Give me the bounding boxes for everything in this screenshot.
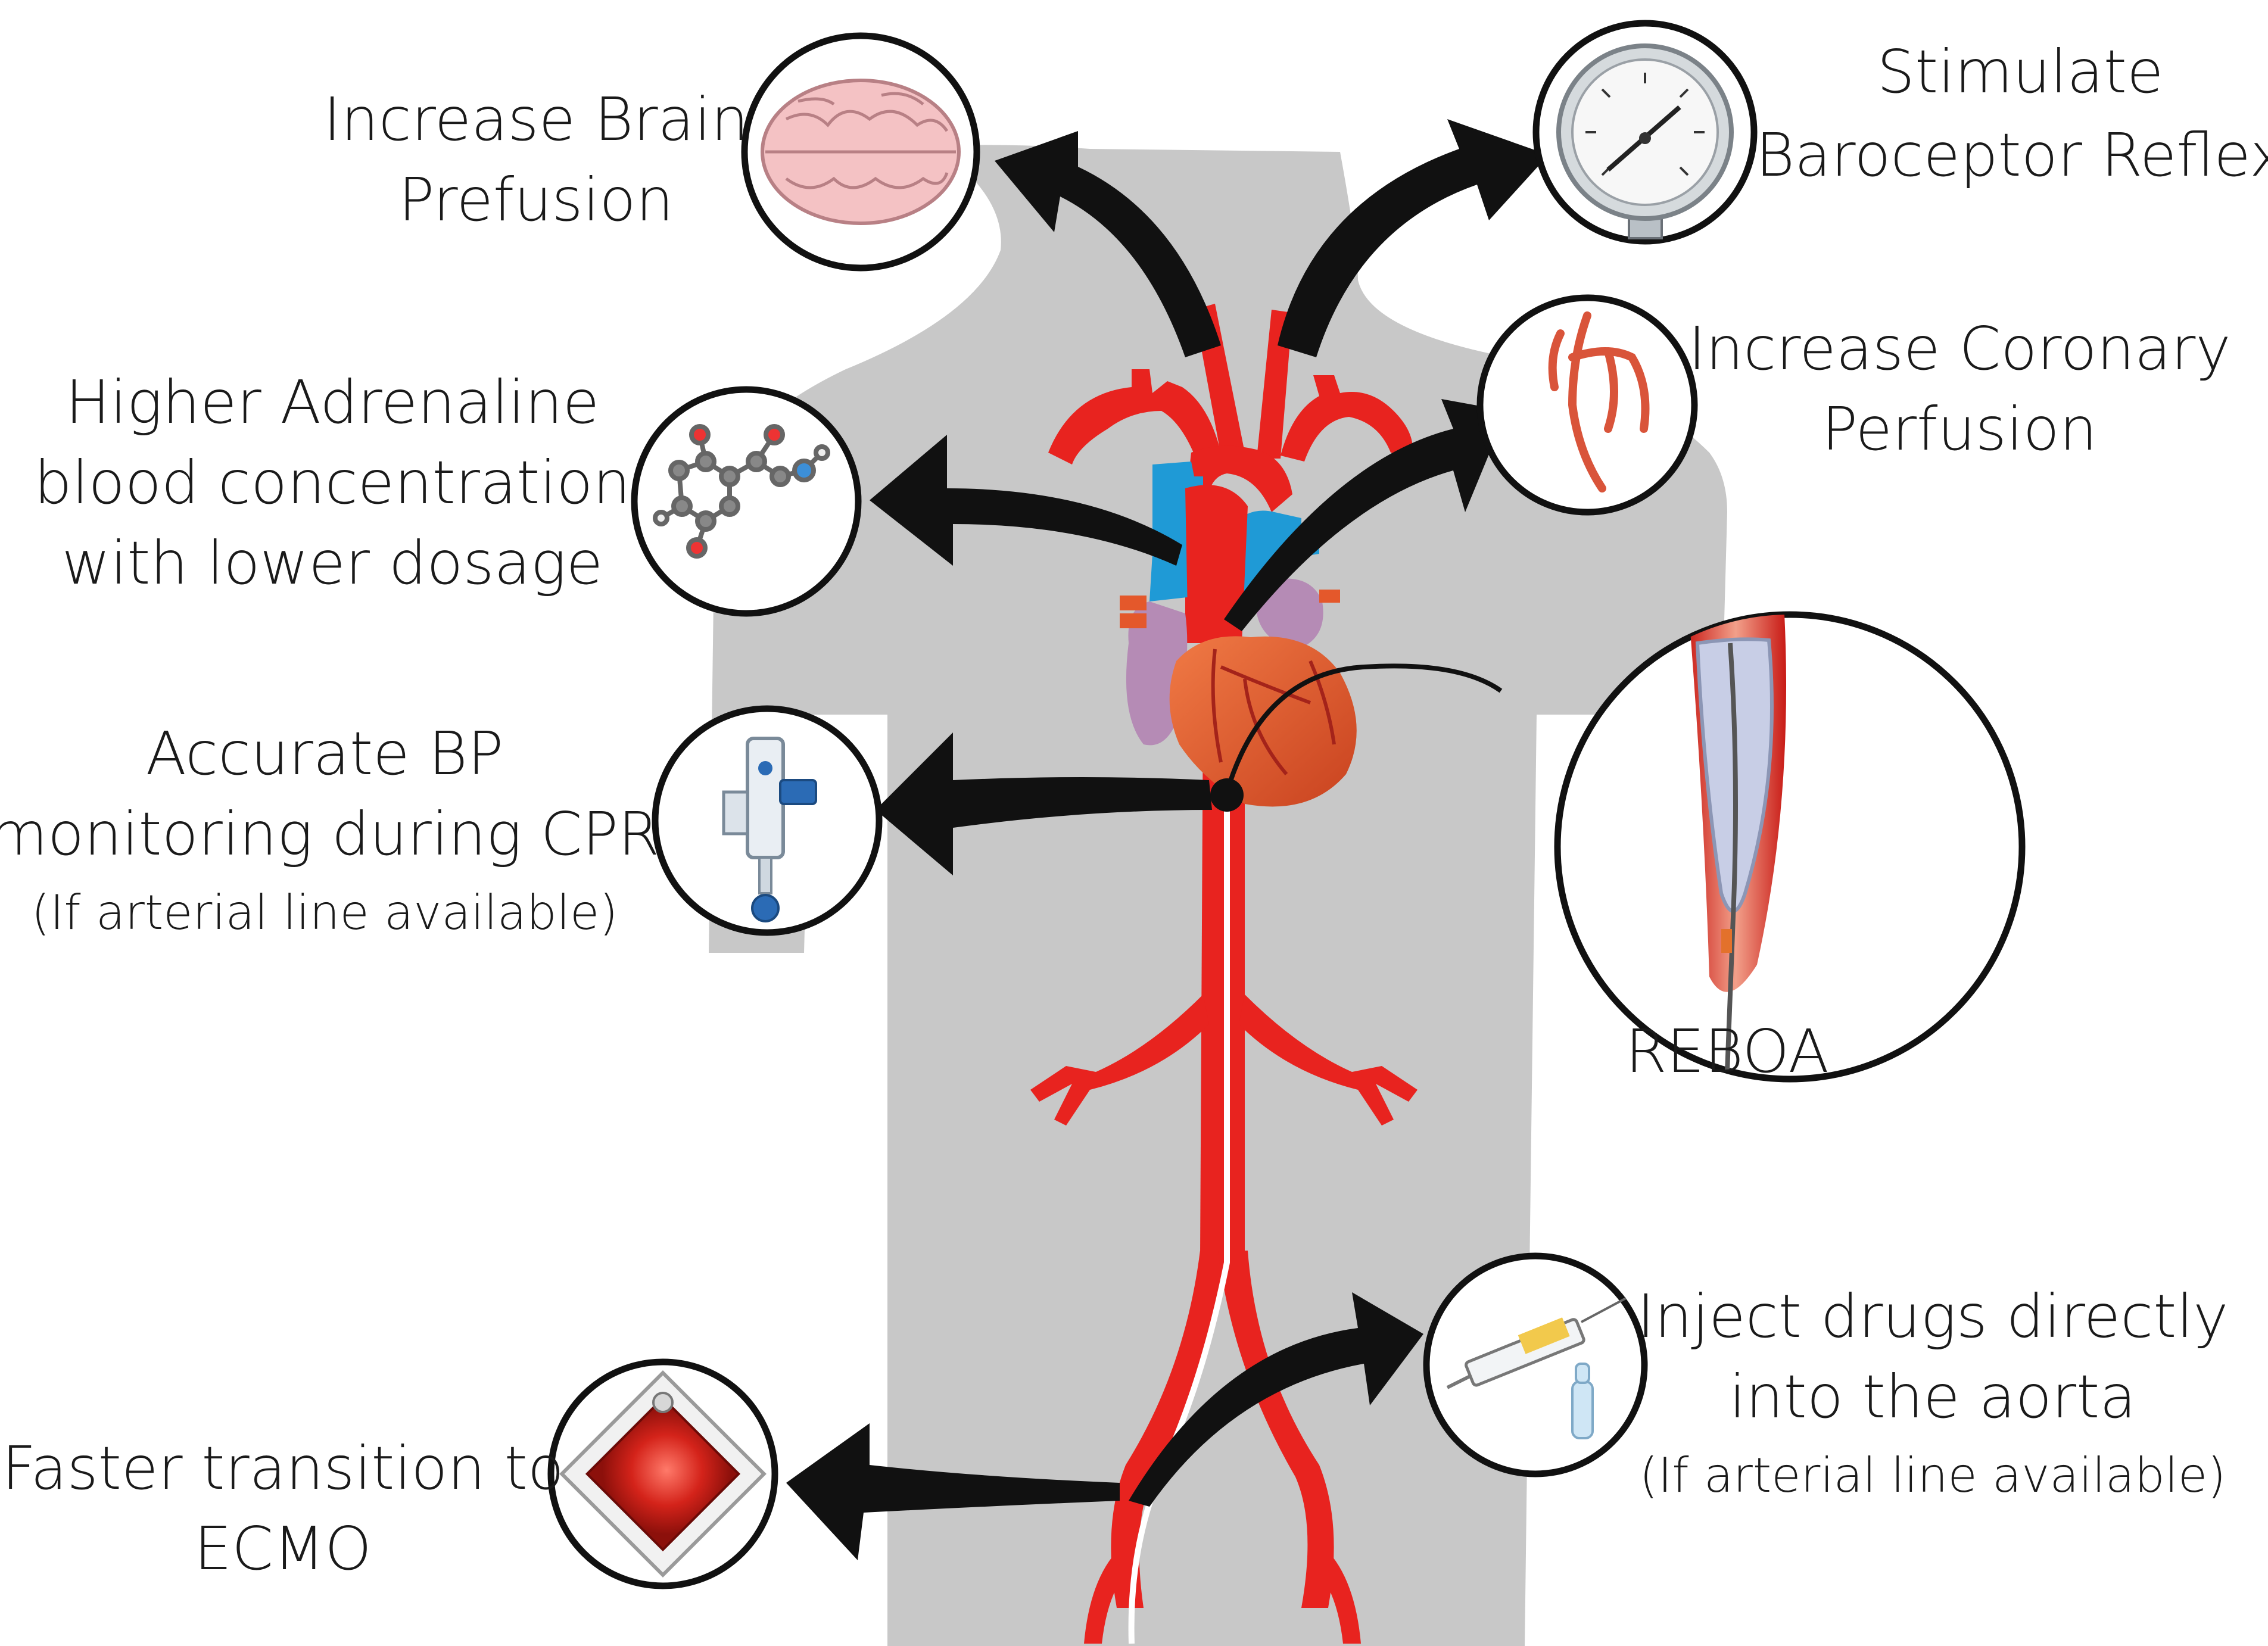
left-vessel-stub xyxy=(1120,596,1147,610)
label-bp: Accurate BP monitoring during CPR (If ar… xyxy=(0,719,659,940)
ascending-aorta xyxy=(1185,485,1248,643)
inject-circle xyxy=(1423,1252,1648,1477)
label-inject-line1: Inject drugs directly xyxy=(1637,1282,2229,1351)
label-baroceptor-line2: Baroceptor Reflex xyxy=(1756,120,2268,190)
brain-icon xyxy=(761,79,961,225)
bp-circle xyxy=(652,705,883,936)
aorta-and-arteries xyxy=(1030,304,1418,1644)
label-adrenaline-line3: with lower dosage xyxy=(62,528,603,598)
label-brain: Increase Brain Prefusion xyxy=(323,85,749,235)
right-iliac-artery xyxy=(1218,1251,1334,1608)
label-baroceptor: Stimulate Baroceptor Reflex xyxy=(1756,37,2268,190)
label-adrenaline: Higher Adrenaline blood concentration wi… xyxy=(34,367,630,598)
label-ecmo-line1: Faster transition to xyxy=(2,1433,564,1503)
left-iliac-artery xyxy=(1111,1251,1230,1608)
left-vessel-stub xyxy=(1120,613,1147,628)
label-ecmo: Faster transition to ECMO xyxy=(2,1433,564,1583)
label-ecmo-line2: ECMO xyxy=(194,1514,372,1583)
label-reboa: REBOA xyxy=(1625,1017,1829,1086)
label-bp-line1: Accurate BP xyxy=(146,719,504,788)
label-bp-line2: monitoring during CPR xyxy=(0,799,659,869)
arrow-to-bp xyxy=(876,732,1212,875)
reboa-pointer-line xyxy=(1225,663,1503,793)
arrow-to-adrenaline xyxy=(870,435,1182,566)
label-coronary-line2: Perfusion xyxy=(1822,394,2097,464)
right-renal-artery xyxy=(1239,995,1418,1126)
label-reboa-text: REBOA xyxy=(1625,1017,1829,1086)
ecmo-circle xyxy=(547,1358,778,1589)
label-adrenaline-line1: Higher Adrenaline xyxy=(66,367,599,437)
left-femoral-branch xyxy=(1084,1548,1132,1644)
label-baroceptor-line1: Stimulate xyxy=(1877,37,2163,107)
label-inject: Inject drugs directly into the aorta (If… xyxy=(1637,1282,2229,1503)
label-inject-note: (If arterial line available) xyxy=(1640,1448,2226,1503)
right-subclavian-artery xyxy=(1281,375,1413,462)
right-femoral-branch xyxy=(1313,1548,1361,1644)
syringe-ampoule-icon xyxy=(1446,1297,1627,1439)
arrows xyxy=(786,119,1549,1560)
balloon-catheter-icon xyxy=(1686,615,1786,1073)
arterial-transducer-icon xyxy=(722,737,817,922)
label-brain-line2: Prefusion xyxy=(398,165,674,235)
right-vessel-stub xyxy=(1319,590,1340,603)
descending-aorta xyxy=(1200,703,1245,1257)
arrow-to-coronary xyxy=(1224,399,1507,631)
left-subclavian-artery xyxy=(1048,369,1221,465)
coronary-artery-icon xyxy=(1548,311,1650,492)
label-brain-line1: Increase Brain xyxy=(323,85,749,154)
left-atrium xyxy=(1257,578,1323,649)
label-bp-note: (If arterial line available) xyxy=(32,885,618,940)
superior-vena-cava xyxy=(1132,462,1203,601)
arrow-to-baroceptor xyxy=(1278,119,1549,357)
left-renal-artery xyxy=(1030,995,1209,1126)
arrow-to-brain xyxy=(995,131,1221,357)
arrow-to-ecmo xyxy=(786,1423,1120,1560)
coronary-vessels xyxy=(1211,649,1336,775)
reboa-position-dot xyxy=(1210,778,1244,812)
pressure-gauge-icon xyxy=(1556,43,1734,239)
baroceptor-circle xyxy=(1532,20,1758,245)
label-coronary-line1: Increase Coronary xyxy=(1688,314,2230,384)
reboa-circle xyxy=(1554,611,2026,1083)
label-inject-line2: into the aorta xyxy=(1729,1362,2136,1432)
label-coronary: Increase Coronary Perfusion xyxy=(1688,314,2230,464)
adrenaline-circle xyxy=(631,386,862,617)
aortic-arch xyxy=(1185,445,1292,643)
arrow-to-inject xyxy=(1129,1292,1423,1507)
brain-circle xyxy=(741,32,980,272)
molecule-icon xyxy=(653,424,830,559)
coronary-circle xyxy=(1476,294,1698,516)
label-adrenaline-line2: blood concentration xyxy=(34,448,630,518)
ecmo-device-icon xyxy=(559,1370,767,1578)
